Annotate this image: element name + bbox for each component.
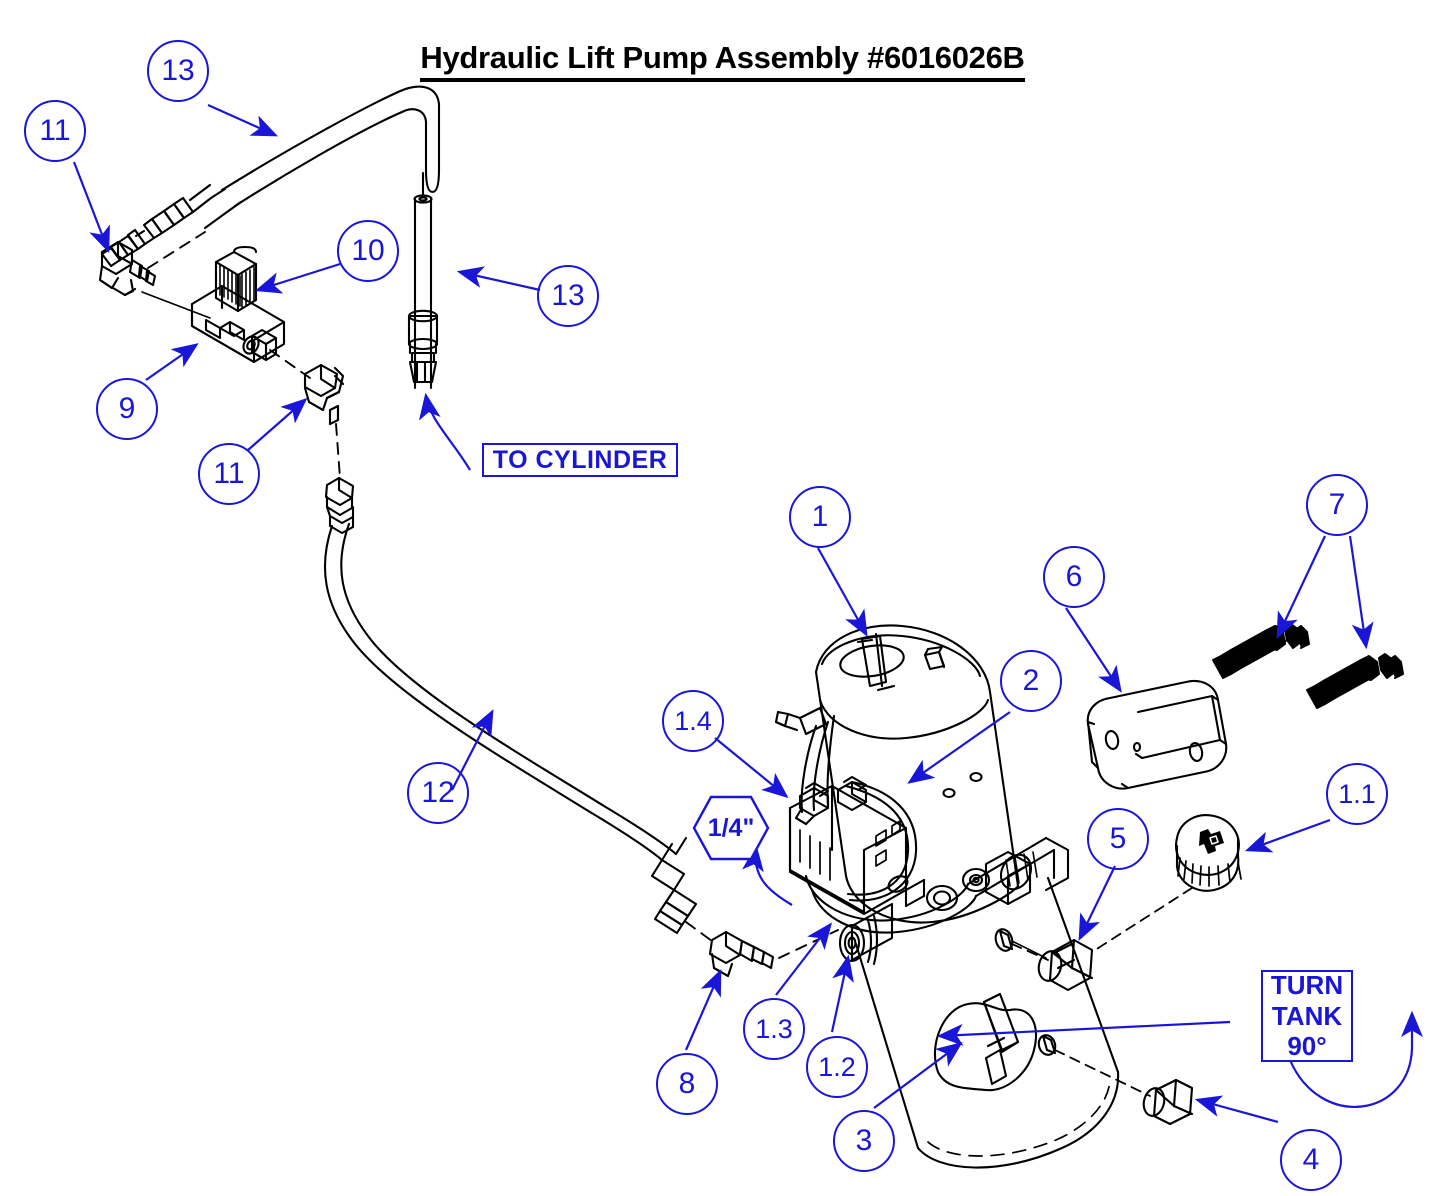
turn-tank-line-2: TANK [1271, 1000, 1343, 1031]
leader-1-2 [830, 954, 854, 1033]
leader-7a [1276, 535, 1326, 639]
leader-2 [907, 711, 1011, 784]
leader-13a [207, 103, 279, 137]
to-cylinder-label: TO CYLINDER [482, 443, 678, 477]
callout-1[interactable]: 1 [789, 486, 851, 548]
leader-1-3 [775, 922, 833, 996]
callout-1-4[interactable]: 1.4 [662, 690, 724, 752]
callout-4[interactable]: 4 [1280, 1129, 1342, 1191]
callout-2[interactable]: 2 [1000, 650, 1062, 712]
leader-1 [817, 547, 868, 637]
leader-3 [873, 1042, 963, 1109]
leader-5 [1078, 865, 1116, 941]
callout-10[interactable]: 10 [337, 220, 399, 282]
leader-11b [247, 397, 308, 451]
callout-13-upper[interactable]: 13 [147, 40, 209, 102]
callout-1-1[interactable]: 1.1 [1326, 763, 1388, 825]
callout-8[interactable]: 8 [656, 1053, 718, 1115]
page-title-text: Hydraulic Lift Pump Assembly #6016026B [420, 40, 1025, 82]
leader-7b [1348, 535, 1374, 650]
hexagon-outline-icon [692, 795, 770, 861]
leader-1-1 [1244, 818, 1331, 853]
leader-13b [456, 266, 541, 292]
callout-9[interactable]: 9 [96, 378, 158, 440]
callout-3[interactable]: 3 [833, 1110, 895, 1172]
callout-1-3[interactable]: 1.3 [743, 998, 805, 1060]
callout-5[interactable]: 5 [1087, 808, 1149, 870]
callout-11-lower[interactable]: 11 [198, 443, 260, 505]
leader-8 [684, 968, 722, 1051]
quarter-inch-label: 1/4" [692, 795, 770, 861]
callout-13-lower[interactable]: 13 [537, 265, 599, 327]
leader-quarter-inch [742, 844, 793, 906]
leader-10 [254, 262, 341, 294]
quarter-inch-text: 1/4" [707, 813, 755, 842]
callout-7[interactable]: 7 [1306, 474, 1368, 536]
callout-12[interactable]: 12 [407, 762, 469, 824]
turn-tank-line-3: 90° [1287, 1031, 1327, 1062]
turn-tank-line-1: TURN [1270, 970, 1344, 1000]
page-title: Hydraulic Lift Pump Assembly #6016026B [0, 40, 1445, 82]
callout-6[interactable]: 6 [1043, 546, 1105, 608]
leader-turn-tank-body [936, 1020, 1231, 1046]
leader-turn-tank-curve [1288, 1010, 1423, 1108]
turn-tank-label: TURN TANK 90° [1261, 970, 1353, 1062]
leader-9 [145, 343, 199, 381]
callout-1-2[interactable]: 1.2 [806, 1036, 868, 1098]
leader-4 [1194, 1095, 1279, 1124]
leader-to-cylinder [418, 392, 471, 471]
leader-11a [72, 161, 110, 254]
leader-1-4 [714, 737, 789, 799]
callout-11-upper[interactable]: 11 [24, 100, 86, 162]
leader-6 [1065, 607, 1122, 693]
